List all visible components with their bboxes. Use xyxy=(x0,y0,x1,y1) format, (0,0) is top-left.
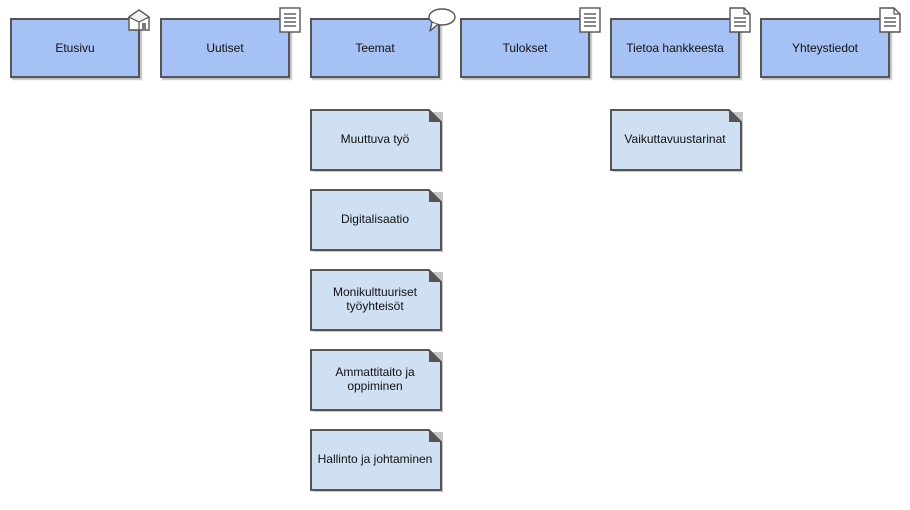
page-shape xyxy=(310,349,443,412)
nav-label: Tulokset xyxy=(502,41,548,55)
page-label: Muuttuva työ xyxy=(340,132,410,146)
nav-label: Tietoa hankkeesta xyxy=(626,41,724,55)
speech-bubble-icon xyxy=(428,8,456,32)
nav-box-yhteystiedot[interactable]: Yhteystiedot xyxy=(760,18,890,78)
nav-box-tietoa-hankkeesta[interactable]: Tietoa hankkeesta xyxy=(610,18,740,78)
document-icon xyxy=(279,7,301,33)
home-icon xyxy=(127,9,151,31)
document-icon xyxy=(879,7,901,33)
document-icon xyxy=(729,7,751,33)
nav-label: Etusivu xyxy=(55,41,95,55)
page-label: Ammattitaito ja oppiminen xyxy=(335,365,415,393)
page-box-vaikuttavuustarinat[interactable]: Vaikuttavuustarinat xyxy=(610,109,743,172)
page-shape xyxy=(310,429,443,492)
document-icon xyxy=(579,7,601,33)
nav-label: Yhteystiedot xyxy=(791,41,859,55)
page-box-muuttuva-tyo[interactable]: Muuttuva työ xyxy=(310,109,443,172)
page-label: Vaikuttavuustarinat xyxy=(624,132,726,146)
page-shape xyxy=(310,189,443,252)
nav-label: Teemat xyxy=(355,41,395,55)
page-box-ammattitaito-ja-oppiminen[interactable]: Ammattitaito ja oppiminen xyxy=(310,349,443,412)
page-box-digitalisaatio[interactable]: Digitalisaatio xyxy=(310,189,443,252)
page-shape xyxy=(310,269,443,332)
page-box-hallinto-ja-johtaminen[interactable]: Hallinto ja johtaminen xyxy=(310,429,443,492)
page-label: Hallinto ja johtaminen xyxy=(317,452,433,466)
page-box-monikulttuuriset-tyoyhteisot[interactable]: Monikulttuuriset työyhteisöt xyxy=(310,269,443,332)
nav-box-etusivu[interactable]: Etusivu xyxy=(10,18,140,78)
nav-box-uutiset[interactable]: Uutiset xyxy=(160,18,290,78)
page-label: Monikulttuuriset työyhteisöt xyxy=(332,285,418,313)
page-shape xyxy=(610,109,743,172)
page-label: Digitalisaatio xyxy=(340,212,410,226)
nav-box-tulokset[interactable]: Tulokset xyxy=(460,18,590,78)
nav-label: Uutiset xyxy=(206,41,244,55)
page-shape xyxy=(310,109,443,172)
nav-box-teemat[interactable]: Teemat xyxy=(310,18,440,78)
